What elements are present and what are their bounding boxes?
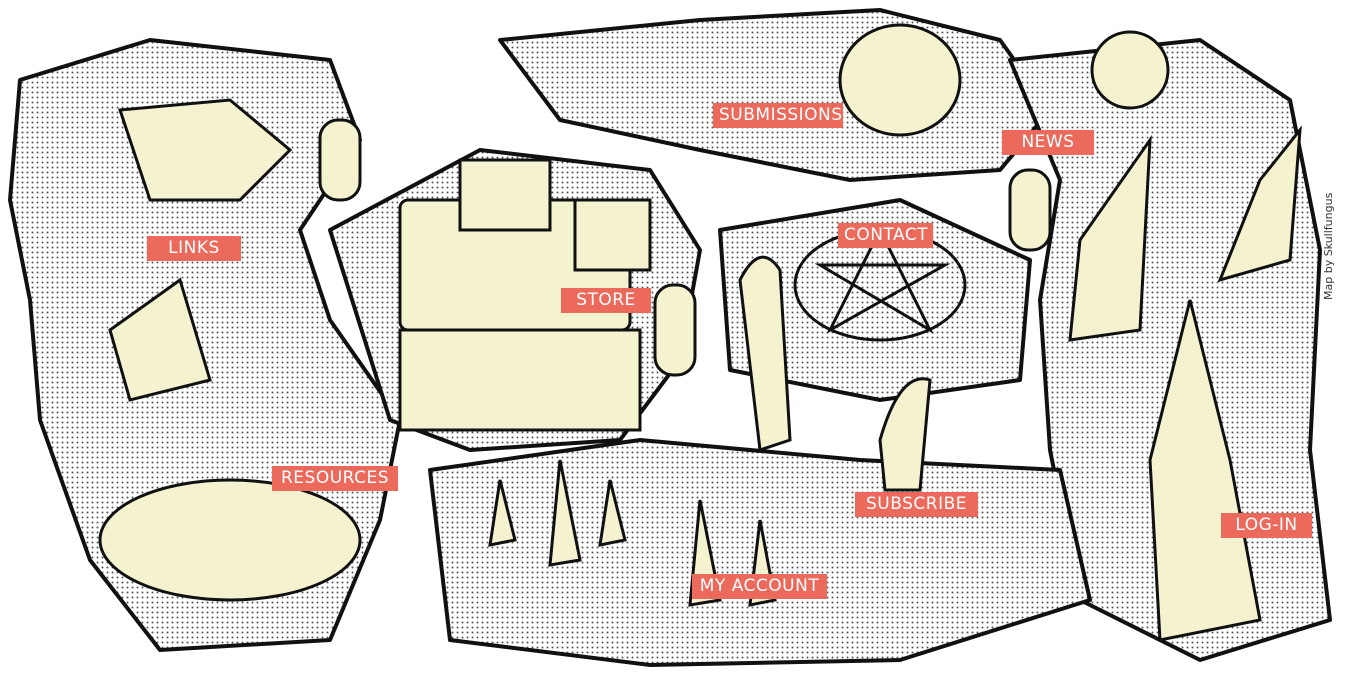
crystal-formation: [108, 277, 212, 402]
map-link-resources[interactable]: RESOURCES: [272, 466, 398, 491]
map-link-store[interactable]: STORE: [561, 288, 651, 313]
crystal-ball: [1090, 30, 1170, 110]
spike-cluster: [1148, 299, 1262, 642]
treasure-pile: [98, 478, 362, 602]
tentacle: [738, 255, 792, 453]
map-link-log-in[interactable]: LOG-IN: [1221, 513, 1312, 538]
map-link-submissions[interactable]: SUBMISSIONS: [713, 103, 843, 128]
cave-floor-right: [1008, 38, 1332, 662]
map-link-my-account[interactable]: MY ACCOUNT: [692, 574, 827, 599]
map-link-contact[interactable]: CONTACT: [838, 223, 933, 248]
map-link-news[interactable]: NEWS: [1002, 130, 1094, 155]
ritual-chamber: [718, 198, 1032, 402]
map-link-links[interactable]: LINKS: [147, 236, 241, 261]
map-link-subscribe[interactable]: SUBSCRIBE: [855, 492, 978, 517]
artist-credit: Map by Skullfungus: [1322, 192, 1335, 300]
cave-floor-top: [498, 8, 1052, 182]
spider-creature: [117, 98, 293, 202]
eye-monster: [838, 23, 962, 137]
